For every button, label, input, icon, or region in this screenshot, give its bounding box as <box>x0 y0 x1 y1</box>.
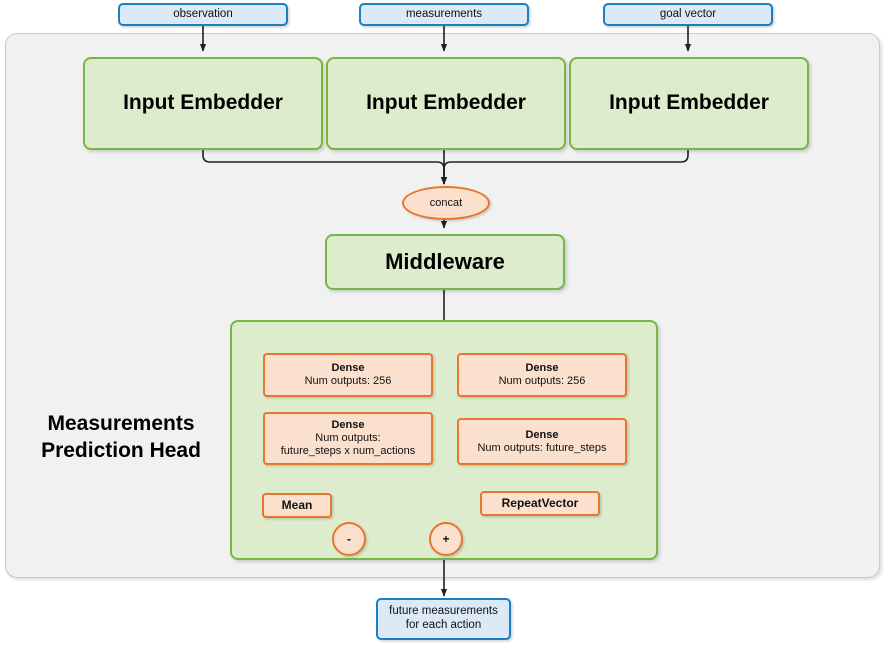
right-dense-2-sub: Num outputs: future_steps <box>477 441 607 454</box>
output-future-measurements[interactable]: future measurements for each action <box>376 598 511 640</box>
right-dense-2-title: Dense <box>525 428 559 441</box>
left-dense-2-sub-1: Num outputs: <box>315 432 381 445</box>
mean-label: Mean <box>281 498 313 513</box>
output-label-line-2: for each action <box>405 619 482 631</box>
layer-left-dense-2[interactable]: Dense Num outputs: future_steps x num_ac… <box>263 412 433 465</box>
layer-repeat-vector[interactable]: RepeatVector <box>480 491 600 516</box>
op-add-label: + <box>442 532 450 546</box>
measurements-prediction-head-title: Measurements Prediction Head <box>22 411 220 465</box>
concat-label: concat <box>429 197 463 209</box>
right-dense-1-title: Dense <box>525 362 559 375</box>
op-subtract-label: - <box>347 532 351 546</box>
op-add[interactable]: + <box>429 522 463 556</box>
left-dense-2-sub-2: future_steps x num_actions <box>280 444 416 457</box>
left-dense-1-sub: Num outputs: 256 <box>304 375 392 387</box>
input-observation[interactable]: observation <box>118 3 288 26</box>
module-input-embedder-3[interactable]: Input Embedder <box>569 57 809 150</box>
input-embedder-2-label: Input Embedder <box>366 91 526 115</box>
input-embedder-1-label: Input Embedder <box>123 91 283 115</box>
input-observation-label: observation <box>173 7 233 20</box>
layer-right-dense-1[interactable]: Dense Num outputs: 256 <box>457 353 627 397</box>
repeat-vector-label: RepeatVector <box>501 496 579 511</box>
input-embedder-3-label: Input Embedder <box>609 91 769 115</box>
output-label-line-1: future measurements <box>389 605 498 618</box>
module-middleware[interactable]: Middleware <box>325 234 565 290</box>
head-title-line-1: Measurements <box>47 412 195 435</box>
input-goal-vector[interactable]: goal vector <box>603 3 773 26</box>
layer-right-dense-2[interactable]: Dense Num outputs: future_steps <box>457 418 627 465</box>
input-measurements-label: measurements <box>405 7 483 20</box>
input-measurements[interactable]: measurements <box>359 3 529 26</box>
op-subtract[interactable]: - <box>332 522 366 556</box>
layer-left-dense-1[interactable]: Dense Num outputs: 256 <box>263 353 433 397</box>
op-concat[interactable]: concat <box>402 186 490 220</box>
module-input-embedder-2[interactable]: Input Embedder <box>326 57 566 150</box>
right-dense-1-sub: Num outputs: 256 <box>498 375 586 387</box>
layer-mean[interactable]: Mean <box>262 493 332 518</box>
left-dense-2-title: Dense <box>331 419 365 432</box>
middleware-label: Middleware <box>385 249 505 275</box>
module-input-embedder-1[interactable]: Input Embedder <box>83 57 323 150</box>
input-goal-vector-label: goal vector <box>659 7 717 20</box>
left-dense-1-title: Dense <box>331 362 365 375</box>
head-title-line-2: Prediction Head <box>41 438 201 462</box>
